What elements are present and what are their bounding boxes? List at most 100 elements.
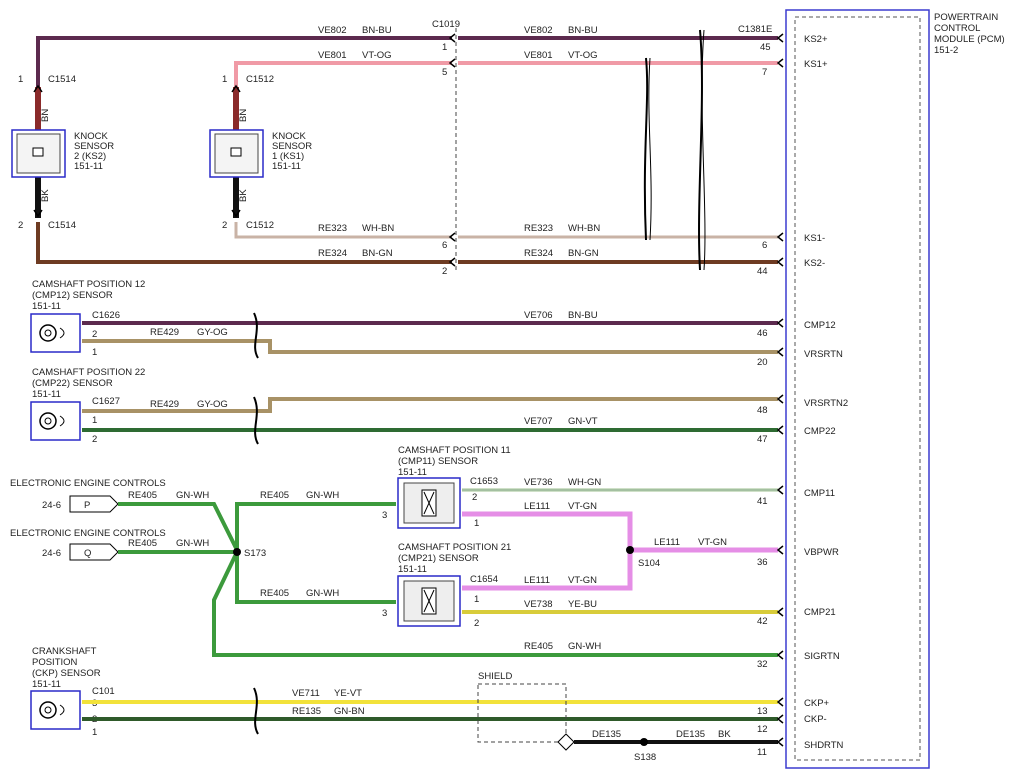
wire-re323-left[interactable] — [234, 222, 452, 239]
wire-circuit-label: LE111 — [654, 537, 680, 548]
component-label: CAMSHAFT POSITION 21 — [398, 542, 511, 553]
wire-color-label: BN-GN — [362, 248, 393, 259]
pcm-pin-label: SIGRTN — [804, 651, 840, 662]
connector-arrow-icon — [776, 425, 784, 435]
connector-arrow-icon — [448, 232, 456, 242]
connector-label: C1653 — [470, 476, 498, 487]
connector-label: C1627 — [92, 396, 120, 407]
gear-icon — [44, 706, 52, 714]
pin-number: 3 — [382, 608, 387, 619]
pin-number: 1 — [18, 74, 23, 85]
component-label: 151-11 — [74, 161, 103, 172]
wire-re429-cmp22[interactable] — [82, 397, 778, 413]
wire-color-label: GN-WH — [176, 538, 209, 549]
component-label: 1 (KS1) — [272, 151, 304, 162]
cmp22-sensor[interactable]: CAMSHAFT POSITION 22 (CMP22) SENSOR 151-… — [30, 367, 145, 445]
connector-arrow-icon — [776, 318, 784, 328]
component-label: (CMP22) SENSOR — [32, 378, 113, 389]
wire-circuit-label: VE706 — [524, 310, 553, 321]
pcm-title-line3: MODULE (PCM) — [934, 34, 1005, 45]
splice-label: S138 — [634, 752, 656, 763]
wire-re405-cmp21[interactable] — [235, 552, 396, 604]
wire-circuit-label: RE405 — [128, 538, 157, 549]
pin-number: 1 — [92, 415, 97, 426]
connector-arrow-icon — [33, 209, 43, 218]
gear-icon — [39, 324, 57, 342]
component-label: CAMSHAFT POSITION 22 — [32, 367, 145, 378]
eec-connector-p[interactable]: ELECTRONIC ENGINE CONTROLS 24-6 P — [10, 478, 166, 513]
pcm-pin-number: 36 — [757, 557, 768, 568]
pin-number: 2 — [92, 329, 97, 340]
wire-re405-cmp11[interactable] — [235, 502, 396, 552]
component-label: (CMP11) SENSOR — [398, 456, 478, 467]
wire-circuit-label: RE429 — [150, 327, 179, 338]
pcm-outer-border — [785, 9, 930, 769]
eec-connector-q[interactable]: ELECTRONIC ENGINE CONTROLS 24-6 Q — [10, 528, 166, 561]
wire-color-label: BN — [238, 109, 249, 122]
pin-number: 3 — [382, 510, 387, 521]
sensor-icon — [230, 147, 242, 157]
wire-circuit-label: VE736 — [524, 477, 553, 488]
connector-label: C1514 — [48, 74, 76, 85]
wire-ve801-left[interactable] — [234, 61, 452, 87]
wire-color-label: BN-GN — [568, 248, 599, 259]
cmp12-sensor[interactable]: CAMSHAFT POSITION 12 (CMP12) SENSOR 151-… — [30, 279, 145, 358]
coil-icon — [59, 415, 65, 427]
wire-color-label: WH-BN — [362, 223, 394, 234]
wire-color-label: YE-BU — [568, 599, 597, 610]
pcm-pin-label: CMP11 — [804, 488, 835, 499]
re405-harness[interactable] — [118, 502, 778, 657]
connector-arrows — [448, 33, 784, 747]
ckp-sensor[interactable]: CRANKSHAFT POSITION (CKP) SENSOR 151-11 … — [30, 646, 115, 738]
c1019-label: C1019 — [432, 19, 460, 30]
pcm-pin-label: KS1- — [804, 233, 825, 244]
splice-s104 — [626, 546, 634, 554]
connector-label: C101 — [92, 686, 115, 697]
pcm-pin-number: 42 — [757, 616, 768, 627]
connector-arrow-icon — [448, 33, 456, 43]
connector-arrow-icon — [776, 394, 784, 404]
sensor-inner — [16, 133, 61, 174]
component-label: 151-11 — [32, 679, 61, 690]
connector-arrow-icon — [448, 257, 456, 267]
ref-label: 24-6 — [42, 548, 61, 559]
wire-color-label: BN-BU — [568, 310, 598, 321]
pcm-module[interactable]: POWERTRAIN CONTROL MODULE (PCM) 151-2 — [785, 9, 1005, 769]
knock-sensor-2[interactable]: KNOCK SENSOR 2 (KS2) 151-11 1 C1514 2 C1… — [11, 74, 114, 231]
component-label: ELECTRONIC ENGINE CONTROLS — [10, 528, 166, 539]
wire-circuit-label: RE324 — [318, 248, 347, 259]
cmp21-sensor[interactable]: CAMSHAFT POSITION 21 (CMP21) SENSOR 151-… — [382, 542, 511, 629]
wire-circuit-label: RE405 — [128, 490, 157, 501]
twisted-pair-cmp22 — [253, 396, 259, 445]
component-label: 151-11 — [32, 301, 61, 312]
component-label: ELECTRONIC ENGINE CONTROLS — [10, 478, 166, 489]
component-label: (CKP) SENSOR — [32, 668, 101, 679]
wire-color-label: GN-WH — [306, 588, 339, 599]
connector-arrow-icon — [776, 58, 784, 68]
ref-label: 24-6 — [42, 500, 61, 511]
connector-arrow-icon — [231, 84, 241, 93]
pcm-pin-label: CMP21 — [804, 607, 836, 618]
wire-color-label: BN-BU — [362, 25, 392, 36]
wire-circuit-label: VE711 — [292, 688, 320, 699]
knock-sensor-1[interactable]: KNOCK SENSOR 1 (KS1) 151-11 1 C1512 2 C1… — [209, 74, 312, 231]
cmp11-sensor[interactable]: CAMSHAFT POSITION 11 (CMP11) SENSOR 151-… — [382, 445, 511, 529]
pcm-pin-number: 6 — [762, 240, 767, 251]
connector-tab — [69, 543, 119, 561]
wire-re405-p[interactable] — [118, 502, 239, 551]
wire-ve802-left[interactable] — [36, 36, 452, 87]
pcm-pin-label: VBPWR — [804, 547, 839, 558]
wire-re324-left[interactable] — [36, 222, 452, 264]
pin-number: 1 — [222, 74, 227, 85]
pin-number: 1 — [442, 42, 447, 53]
pcm-pin-label: CKP+ — [804, 698, 830, 709]
wire-color-label: BN-BU — [568, 25, 598, 36]
pin-number: 6 — [442, 240, 447, 251]
component-label: KNOCK — [272, 131, 306, 142]
wire-color-label: YE-VT — [334, 688, 362, 699]
wire-re429-cmp12[interactable] — [82, 339, 778, 354]
wire-re405-sigrtn[interactable] — [212, 551, 778, 657]
wire-circuit-label: DE135 — [676, 729, 705, 740]
connector-arrow-icon — [776, 714, 784, 724]
pin-number: 2 — [222, 220, 227, 231]
